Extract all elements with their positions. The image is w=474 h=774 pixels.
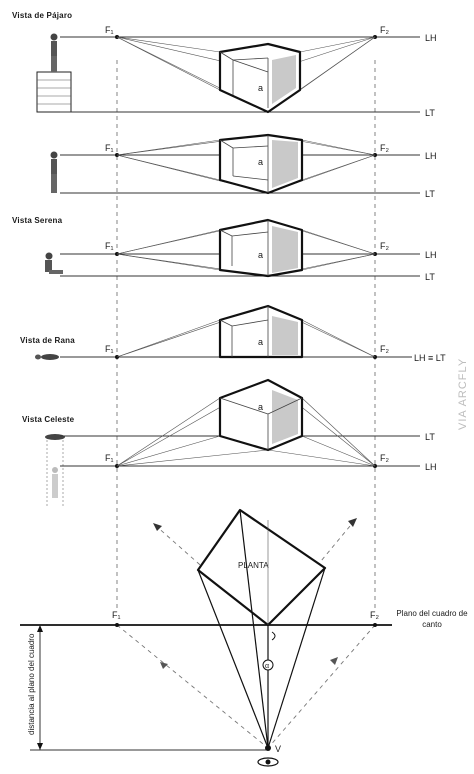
plan-f2-label: F₂ — [370, 610, 379, 620]
face-label: a — [258, 83, 263, 93]
cube-birds-eye: a — [218, 42, 302, 114]
ground-label: LT — [425, 272, 435, 282]
observer-figure-standing — [50, 151, 58, 193]
observer-figure-on-platform — [36, 33, 72, 113]
vanishing-point-f2: F₂ — [380, 241, 389, 251]
view-birds-eye: Vista de Pájaro F₁ F₂ LH LT — [12, 11, 437, 118]
cube-frog: a — [218, 304, 304, 359]
observer-figure-lying — [35, 354, 59, 360]
observer-figure-below-ground — [45, 434, 65, 508]
face-label: a — [258, 402, 263, 412]
distance-label: distancia al plano del cuadro — [27, 633, 36, 735]
vanishing-point-f1: F₁ — [105, 143, 114, 153]
face-label: a — [258, 337, 263, 347]
view-standing: F₁ F₂ LH LT a — [50, 133, 437, 199]
cube-serene: a — [218, 218, 304, 278]
observer-figure-sitting — [45, 252, 63, 274]
viewpoint-label: V — [275, 744, 281, 754]
ground-label: LT — [425, 189, 435, 199]
vanishing-point-f2: F₂ — [380, 344, 389, 354]
view-title: Vista Celeste — [22, 415, 75, 424]
horizon-label: LH — [425, 151, 437, 161]
plan-label: PLANTA — [238, 561, 269, 570]
ground-label: LT — [425, 432, 435, 442]
angle-label: α — [265, 663, 269, 670]
plan-view: F₁ F₂ Plano del cuadro de canto PLANTA α… — [20, 508, 468, 767]
view-title: Vista Serena — [12, 216, 63, 225]
horizon-label: LH — [425, 33, 437, 43]
view-title: Vista de Rana — [20, 336, 75, 345]
view-title: Vista de Pájaro — [12, 11, 72, 20]
cube-eye-level: a — [218, 133, 304, 195]
watermark: VIA ARCFLY — [457, 358, 469, 430]
ground-label: LT — [425, 108, 435, 118]
vanishing-point-f1: F₁ — [105, 241, 114, 251]
eye-icon — [257, 757, 279, 767]
vanishing-point-f2: F₂ — [380, 143, 389, 153]
picture-plane-label: Plano del cuadro de canto — [396, 609, 468, 629]
vanishing-point-f1: F₁ — [105, 344, 114, 354]
horizon-ground-label: LH ≡ LT — [414, 353, 446, 363]
view-frog: Vista de Rana F₁ F₂ LH ≡ LT a — [20, 304, 446, 363]
vanishing-point-f1: F₁ — [105, 453, 114, 463]
horizon-label: LH — [425, 462, 437, 472]
vanishing-point-f2: F₂ — [380, 25, 389, 35]
vanishing-point-f1: F₁ — [105, 25, 114, 35]
view-celestial: Vista Celeste F₁ F₂ LT LH — [22, 378, 437, 508]
picture-plane-label-box: Plano del cuadro de canto — [396, 609, 468, 629]
convergence-lines — [116, 219, 376, 277]
face-label: a — [258, 157, 263, 167]
horizon-label: LH — [425, 250, 437, 260]
face-label: a — [258, 250, 263, 260]
cube-celestial: a — [218, 378, 304, 452]
plan-f1-label: F₁ — [112, 610, 121, 620]
view-serene: Vista Serena F₁ F₂ LH LT — [12, 216, 437, 282]
vanishing-point-f2: F₂ — [380, 453, 389, 463]
